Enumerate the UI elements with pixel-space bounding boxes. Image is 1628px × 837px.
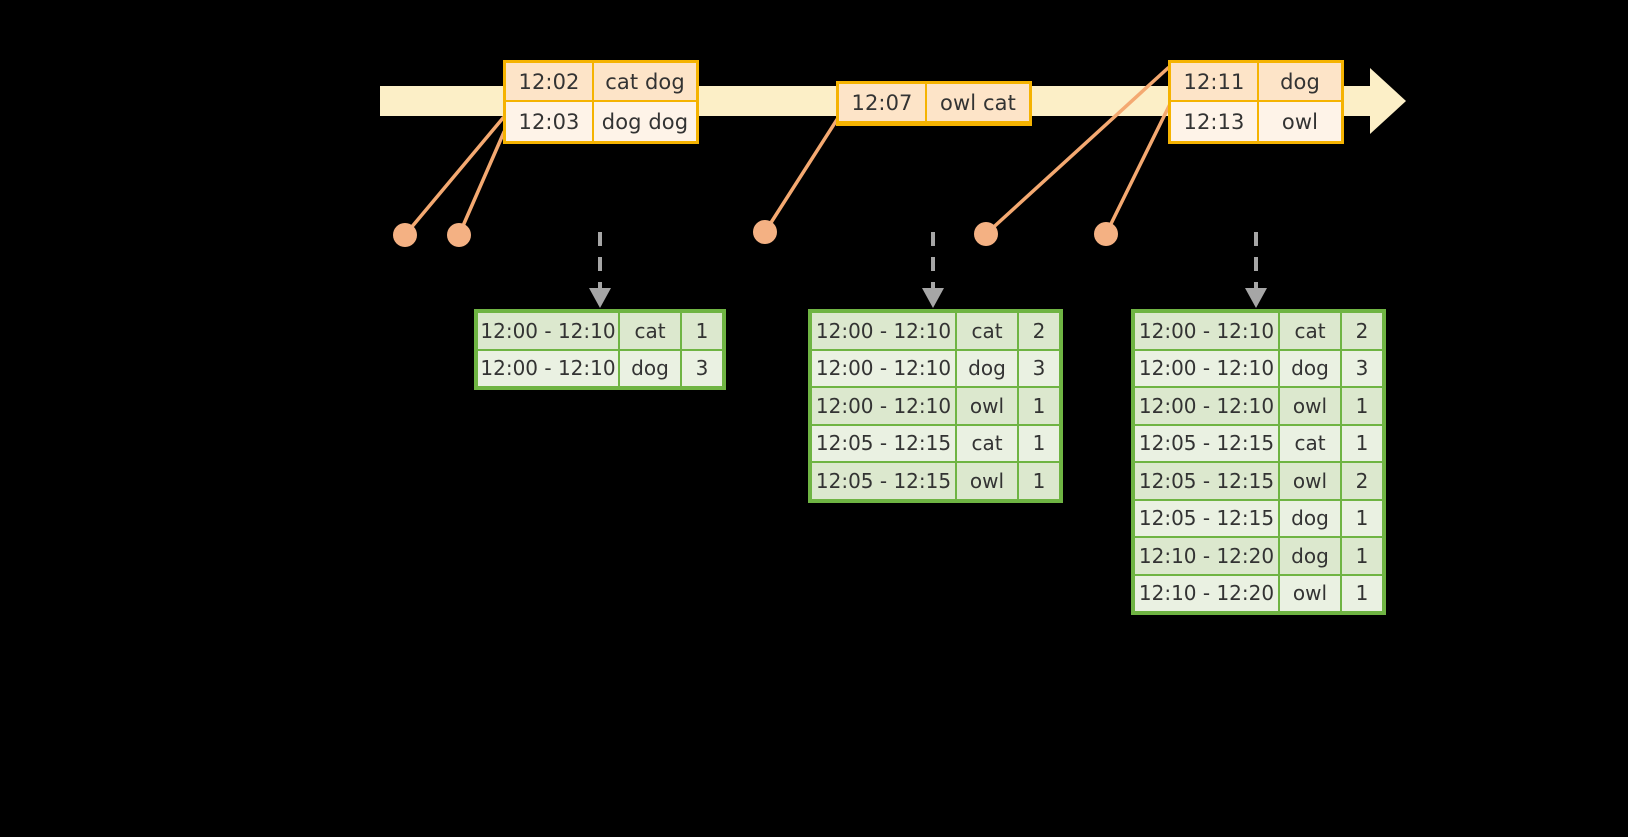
word-value: owl [956,462,1018,500]
window-range: 12:00 - 12:10 [1134,387,1279,425]
word-value: dog [1279,499,1341,537]
event-dot [393,223,417,247]
count-value: 1 [1018,462,1060,500]
event-row: 12:03 dog dog [506,102,696,141]
word-value: cat [956,424,1018,462]
window-range: 12:05 - 12:15 [811,462,956,500]
connector-3 [763,116,840,234]
event-payload: cat dog [594,63,696,102]
word-value: cat [1279,424,1341,462]
word-value: owl [1279,387,1341,425]
flow-arrow-2 [922,232,944,308]
event-group-2: 12:07 owl cat [836,81,1032,126]
word-value: cat [1279,312,1341,350]
result-table-2: 12:00 - 12:10 cat 2 12:00 - 12:10 dog 3 … [808,309,1063,503]
window-range: 12:00 - 12:10 [477,312,619,350]
window-range: 12:05 - 12:15 [1134,424,1279,462]
count-value: 3 [1341,349,1383,387]
count-value: 1 [1341,424,1383,462]
window-range: 12:10 - 12:20 [1134,537,1279,575]
word-value: dog [619,349,681,387]
table-row: 12:05 - 12:15 owl 2 [1134,462,1383,500]
event-row: 12:07 owl cat [839,84,1029,123]
word-value: owl [956,387,1018,425]
window-range: 12:00 - 12:10 [477,349,619,387]
count-value: 2 [1341,462,1383,500]
table-row: 12:10 - 12:20 owl 1 [1134,574,1383,612]
event-dot [974,222,998,246]
connector-5 [1104,98,1174,236]
flow-arrow-1 [589,232,611,308]
event-time: 12:02 [506,63,594,102]
count-value: 3 [1018,349,1060,387]
window-range: 12:00 - 12:10 [811,349,956,387]
table-row: 12:00 - 12:10 dog 3 [477,349,723,387]
table-row: 12:05 - 12:15 cat 1 [1134,424,1383,462]
event-time: 12:13 [1171,102,1259,141]
word-value: cat [956,312,1018,350]
count-value: 3 [681,349,723,387]
flow-arrows [589,232,1267,308]
table-row: 12:00 - 12:10 cat 2 [1134,312,1383,350]
event-time: 12:03 [506,102,594,141]
event-payload: owl cat [927,84,1029,123]
word-value: dog [956,349,1018,387]
table-row: 12:05 - 12:15 owl 1 [811,462,1060,500]
event-dot [1094,222,1118,246]
event-time: 12:07 [839,84,927,123]
table-row: 12:00 - 12:10 cat 2 [811,312,1060,350]
event-dot [447,223,471,247]
event-dot [753,220,777,244]
count-value: 1 [681,312,723,350]
count-value: 1 [1341,537,1383,575]
table-row: 12:05 - 12:15 dog 1 [1134,499,1383,537]
event-group-3: 12:11 dog 12:13 owl [1168,60,1344,144]
table-row: 12:00 - 12:10 dog 3 [811,349,1060,387]
word-value: cat [619,312,681,350]
word-value: dog [1279,349,1341,387]
table-row: 12:00 - 12:10 cat 1 [477,312,723,350]
word-value: owl [1279,574,1341,612]
table-row: 12:00 - 12:10 dog 3 [1134,349,1383,387]
count-value: 1 [1018,387,1060,425]
window-range: 12:05 - 12:15 [1134,499,1279,537]
count-value: 1 [1341,387,1383,425]
event-row: 12:02 cat dog [506,63,696,102]
count-value: 1 [1341,499,1383,537]
result-table-3: 12:00 - 12:10 cat 2 12:00 - 12:10 dog 3 … [1131,309,1386,615]
window-range: 12:00 - 12:10 [811,312,956,350]
event-payload: dog [1259,63,1341,102]
connector-2 [457,130,506,237]
table-row: 12:00 - 12:10 owl 1 [1134,387,1383,425]
window-range: 12:05 - 12:15 [1134,462,1279,500]
count-value: 1 [1018,424,1060,462]
word-value: dog [1279,537,1341,575]
flow-arrow-3 [1245,232,1267,308]
table-row: 12:05 - 12:15 cat 1 [811,424,1060,462]
table-row: 12:00 - 12:10 owl 1 [811,387,1060,425]
event-row: 12:13 owl [1171,102,1341,141]
window-range: 12:10 - 12:20 [1134,574,1279,612]
event-payload: owl [1259,102,1341,141]
table-row: 12:10 - 12:20 dog 1 [1134,537,1383,575]
window-range: 12:05 - 12:15 [811,424,956,462]
word-value: owl [1279,462,1341,500]
result-table-1: 12:00 - 12:10 cat 1 12:00 - 12:10 dog 3 [474,309,726,390]
count-value: 1 [1341,574,1383,612]
event-payload: dog dog [594,102,696,141]
event-time: 12:11 [1171,63,1259,102]
count-value: 2 [1341,312,1383,350]
count-value: 2 [1018,312,1060,350]
event-row: 12:11 dog [1171,63,1341,102]
window-range: 12:00 - 12:10 [811,387,956,425]
event-group-1: 12:02 cat dog 12:03 dog dog [503,60,699,144]
window-range: 12:00 - 12:10 [1134,312,1279,350]
window-range: 12:00 - 12:10 [1134,349,1279,387]
connector-1 [403,116,505,237]
